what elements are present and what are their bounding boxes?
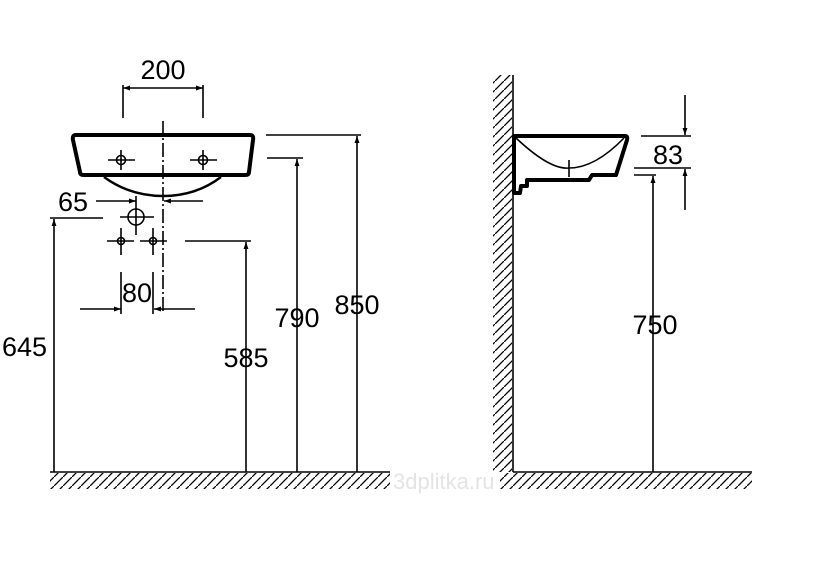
side-view: 83 750 xyxy=(493,75,752,489)
supply-right xyxy=(140,228,167,255)
front-view: 200 65 80 645 585 790 xyxy=(2,55,390,489)
dim-label-drain-height: 645 xyxy=(2,332,47,362)
dim-label-supply-spacing: 80 xyxy=(122,278,152,308)
dim-drain-offset: 65 xyxy=(58,187,203,217)
dim-label-top-height: 850 xyxy=(334,290,379,320)
dim-supply-height: 585 xyxy=(185,240,269,472)
dim-tap-spacing: 200 xyxy=(122,55,204,118)
dim-label-bowl-bottom-height: 790 xyxy=(274,303,319,333)
tap-hole-right xyxy=(190,150,217,170)
supply-left xyxy=(107,228,134,255)
tap-hole-left xyxy=(108,150,135,170)
dim-drain-height: 645 xyxy=(2,217,103,472)
wall xyxy=(493,75,514,472)
drain-outlet xyxy=(120,196,154,235)
dim-underside-height: 750 xyxy=(632,174,678,472)
watermark: 3dplitka.ru xyxy=(393,469,495,494)
dim-supply-spacing: 80 xyxy=(80,272,195,314)
dim-rim-thickness: 83 xyxy=(634,95,691,210)
dim-label-rim-thickness: 83 xyxy=(653,140,683,170)
dim-label-supply-height: 585 xyxy=(223,343,268,373)
basin-side xyxy=(512,134,630,195)
dim-label-drain-offset: 65 xyxy=(58,187,88,217)
basin-front xyxy=(70,133,256,177)
dim-label-underside-height: 750 xyxy=(632,310,677,340)
dim-bowl-bottom-height: 790 xyxy=(267,157,320,472)
dim-top-height: 850 xyxy=(266,134,380,472)
bowl-profile xyxy=(515,137,625,169)
floor-left xyxy=(50,471,390,489)
dim-label-tap-spacing: 200 xyxy=(140,55,185,85)
floor-right xyxy=(500,471,752,489)
